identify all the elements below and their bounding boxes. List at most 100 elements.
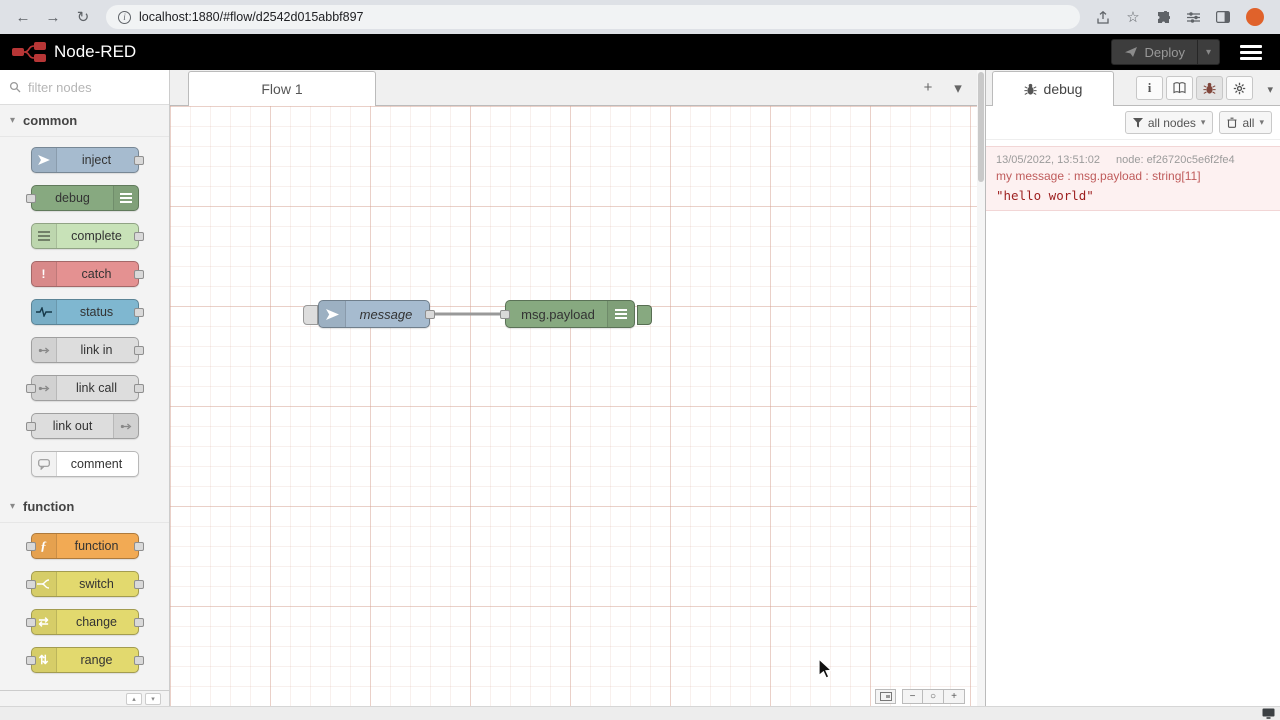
palette-node-change[interactable]: ⇄ change [31, 609, 139, 635]
link-icon [113, 414, 138, 438]
palette-node-comment[interactable]: comment [31, 451, 139, 477]
palette-footer: ▴ ▾ [0, 690, 169, 706]
palette-node-switch[interactable]: switch [31, 571, 139, 597]
reload-icon[interactable]: ↻ [70, 4, 96, 30]
palette-category-function[interactable]: ▾ function [0, 491, 169, 523]
output-port [134, 542, 144, 551]
palette-node-link-out[interactable]: link out [31, 413, 139, 439]
site-info-icon[interactable]: i [118, 11, 131, 24]
palette-node-label: catch [58, 262, 136, 286]
url-text: localhost:1880/#flow/d2542d015abbf897 [139, 10, 364, 24]
clear-messages-dropdown[interactable]: all ▾ [1219, 111, 1272, 134]
node-label: msg.payload [510, 301, 606, 327]
output-port[interactable] [425, 310, 435, 319]
deploy-label: Deploy [1145, 45, 1185, 60]
chevron-down-icon: ▾ [10, 501, 15, 512]
debug-message[interactable]: 13/05/2022, 13:51:02 node: ef26720c5e6f2… [986, 146, 1280, 211]
chevron-down-icon: ▾ [1259, 117, 1264, 128]
main-menu-button[interactable] [1240, 45, 1262, 60]
debug-message-path: my message : msg.payload : string[11] [996, 169, 1270, 183]
inject-trigger-button[interactable] [303, 305, 318, 325]
canvas-vertical-scrollbar[interactable] [977, 70, 985, 706]
palette-node-link-call[interactable]: link call [31, 375, 139, 401]
palette-node-label: switch [58, 572, 136, 596]
bookmark-star-icon[interactable]: ☆ [1120, 4, 1146, 30]
node-palette: ▾ common inject debug complete ! catch [0, 70, 170, 706]
clear-all-label: all [1242, 116, 1254, 130]
category-label: common [23, 113, 77, 128]
flow-list-chevron-icon[interactable]: ▾ [945, 75, 971, 100]
palette-function-nodes: ƒ function switch ⇄ change ⇅ [0, 523, 169, 687]
palette-node-status[interactable]: status [31, 299, 139, 325]
horizontal-scrollbar[interactable] [0, 706, 1280, 720]
profile-avatar[interactable] [1246, 8, 1264, 26]
tab-debug[interactable]: debug [992, 71, 1114, 106]
output-port [134, 346, 144, 355]
navigator-icon[interactable] [875, 689, 896, 704]
tab-flow-1[interactable]: Flow 1 [188, 71, 376, 106]
palette-node-label: range [58, 648, 136, 672]
debug-sidebar: debug i [985, 70, 1280, 706]
palette-node-range[interactable]: ⇅ range [31, 647, 139, 673]
palette-node-label: inject [58, 148, 136, 172]
palette-node-debug[interactable]: debug [31, 185, 139, 211]
palette-node-complete[interactable]: complete [31, 223, 139, 249]
deploy-icon [1124, 46, 1138, 58]
flow-node-inject-message[interactable]: message [318, 300, 430, 328]
expand-all-button[interactable]: ▾ [145, 693, 161, 705]
forward-icon[interactable]: → [40, 4, 66, 30]
search-icon [9, 81, 21, 93]
zoom-in-button[interactable]: + [944, 689, 965, 704]
palette-node-catch[interactable]: ! catch [31, 261, 139, 287]
mouse-cursor [818, 658, 834, 680]
filter-nodes-dropdown[interactable]: all nodes ▾ [1125, 111, 1214, 134]
info-icon: i [1148, 80, 1152, 96]
sidebar-options-chevron-icon[interactable]: ▾ [1267, 83, 1273, 96]
palette-category-common[interactable]: ▾ common [0, 105, 169, 137]
bug-icon [1203, 82, 1216, 95]
heartbeat-icon [32, 300, 57, 324]
list-icon [113, 186, 138, 210]
book-icon [1173, 82, 1186, 94]
zoom-out-button[interactable]: − [902, 689, 923, 704]
trash-icon [1227, 117, 1237, 128]
debug-toggle-button[interactable] [637, 305, 652, 325]
side-panel-icon[interactable] [1210, 4, 1236, 30]
input-port [26, 580, 36, 589]
palette-node-link-in[interactable]: link in [31, 337, 139, 363]
deploy-button[interactable]: Deploy ▾ [1111, 39, 1221, 65]
input-port [26, 656, 36, 665]
debug-timestamp: 13/05/2022, 13:51:02 [996, 154, 1100, 166]
flow-node-debug-msg-payload[interactable]: msg.payload [505, 300, 635, 328]
info-tab-button[interactable]: i [1136, 76, 1163, 100]
back-icon[interactable]: ← [10, 4, 36, 30]
address-bar[interactable]: i localhost:1880/#flow/d2542d015abbf897 [106, 5, 1080, 29]
deploy-options-chevron-icon[interactable]: ▾ [1197, 40, 1219, 64]
link-icon [32, 338, 57, 362]
help-tab-button[interactable] [1166, 76, 1193, 100]
config-tab-button[interactable] [1226, 76, 1253, 100]
bug-icon [1024, 83, 1037, 96]
output-port [134, 580, 144, 589]
share-icon[interactable] [1090, 4, 1116, 30]
input-port [26, 542, 36, 551]
filter-nodes-input[interactable] [28, 80, 160, 95]
output-port [134, 656, 144, 665]
scrollbar-thumb[interactable] [978, 72, 984, 182]
flow-canvas[interactable]: message msg.payload − ○ + [170, 106, 977, 706]
palette-node-label: status [58, 300, 136, 324]
sidebar-tabbar: debug i [986, 70, 1280, 106]
input-port[interactable] [500, 310, 510, 319]
palette-node-function[interactable]: ƒ function [31, 533, 139, 559]
palette-node-inject[interactable]: inject [31, 147, 139, 173]
sliders-icon[interactable] [1180, 4, 1206, 30]
input-port [26, 618, 36, 627]
zoom-reset-button[interactable]: ○ [923, 689, 944, 704]
output-port [134, 618, 144, 627]
extensions-puzzle-icon[interactable] [1150, 4, 1176, 30]
nodered-brand: Node-RED [12, 41, 136, 63]
debug-tab-button[interactable] [1196, 76, 1223, 100]
collapse-all-button[interactable]: ▴ [126, 693, 142, 705]
output-port [134, 308, 144, 317]
add-flow-button[interactable]: + [915, 75, 941, 100]
